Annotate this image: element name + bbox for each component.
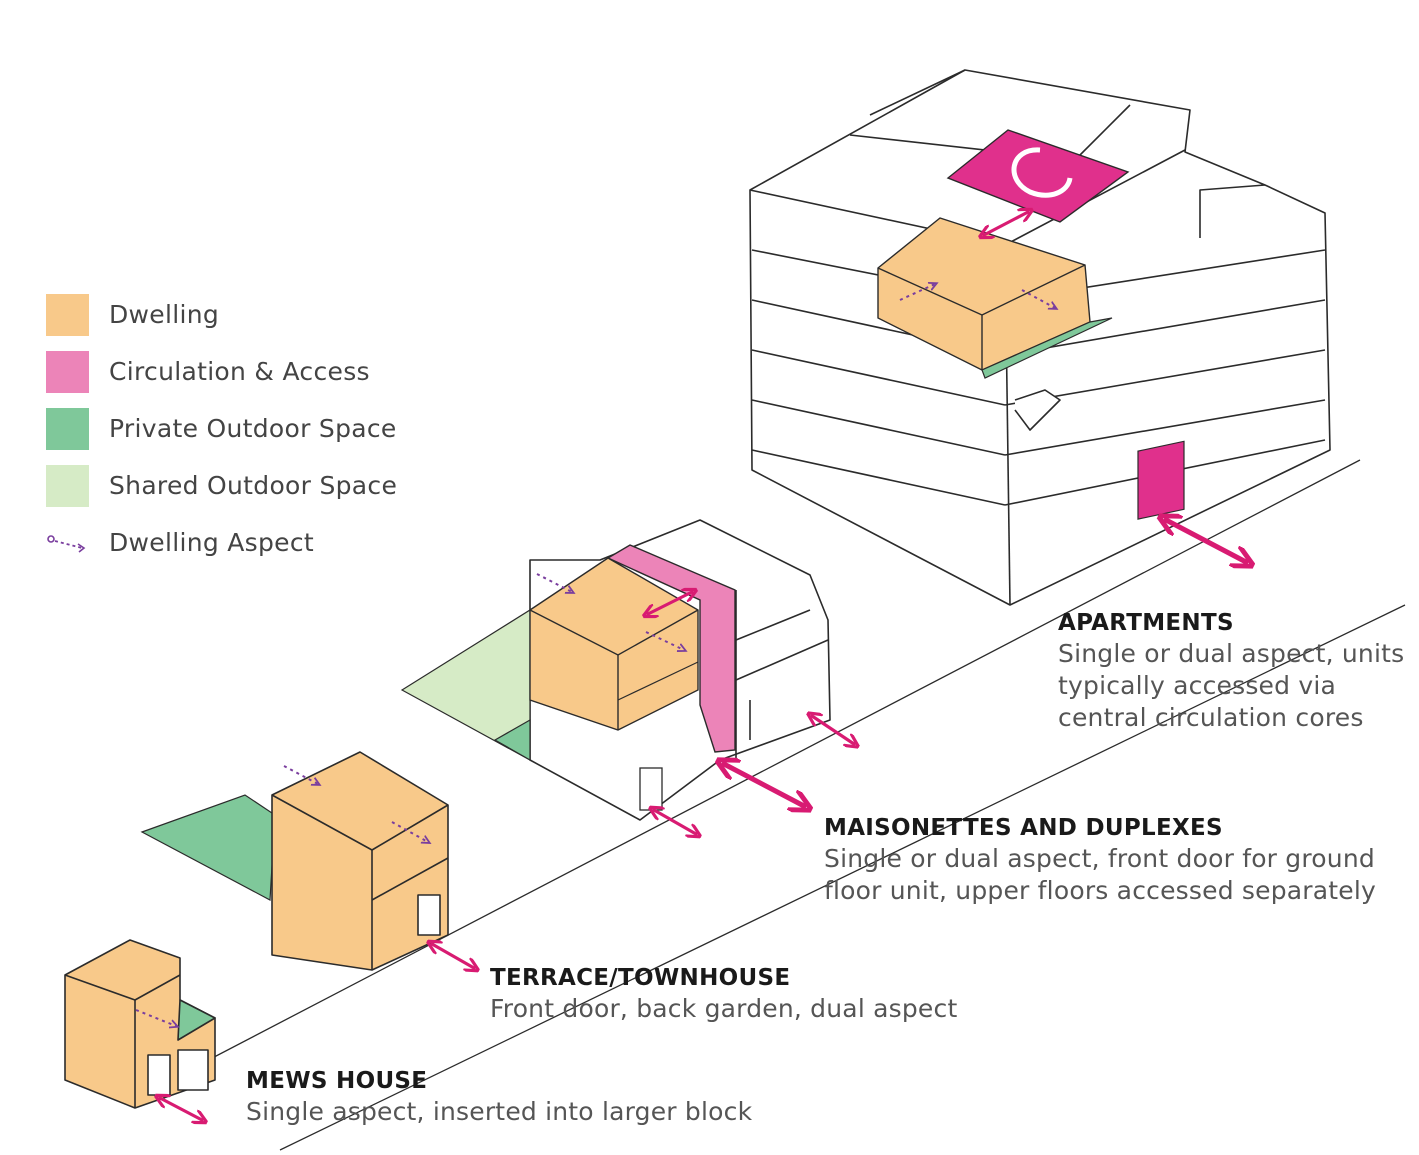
apartments-entrance: [1137, 440, 1185, 520]
legend-label-circulation: Circulation & Access: [109, 357, 370, 386]
aspect-markers: [135, 284, 1055, 1026]
apartments-core-rotation-symbol: [1011, 147, 1073, 198]
circulation-swatch: [46, 350, 89, 393]
caption-apartments-line: Single or dual aspect, units: [1058, 639, 1405, 668]
dwelling-swatch: [46, 293, 89, 336]
private-outdoor-swatch: [46, 407, 89, 450]
caption-apartments-line: typically accessed via: [1058, 671, 1337, 700]
legend-item-dwelling: Dwelling: [46, 286, 397, 343]
caption-apartments-line: central circulation cores: [1058, 703, 1364, 732]
legend-item-aspect: Dwelling Aspect: [46, 514, 397, 571]
legend: Dwelling Circulation & Access Private Ou…: [46, 286, 397, 571]
caption-maisonettes-title: MAISONETTES AND DUPLEXES: [824, 815, 1223, 841]
terrace-block: [271, 751, 449, 971]
caption-terrace-line: Front door, back garden, dual aspect: [490, 994, 958, 1023]
maisonettes-front-door: [639, 767, 663, 811]
access-arrows: [160, 212, 1246, 1120]
legend-item-shared-outdoor: Shared Outdoor Space: [46, 457, 397, 514]
legend-item-private-outdoor: Private Outdoor Space: [46, 400, 397, 457]
caption-apartments: APARTMENTS Single or dual aspect, units …: [1058, 610, 1404, 734]
caption-maisonettes-line: floor unit, upper floors accessed separa…: [824, 876, 1377, 905]
legend-label-aspect: Dwelling Aspect: [109, 528, 315, 557]
mews-block: [64, 939, 216, 1109]
terrace-private-garden: [140, 794, 276, 901]
caption-apartments-title: APARTMENTS: [1058, 610, 1234, 636]
shared-outdoor-swatch: [46, 464, 89, 507]
caption-terrace-title: TERRACE/TOWNHOUSE: [490, 965, 791, 991]
caption-maisonettes: MAISONETTES AND DUPLEXES Single or dual …: [824, 815, 1376, 907]
dwelling-aspect-icon: [47, 534, 86, 553]
caption-mews-title: MEWS HOUSE: [246, 1068, 428, 1094]
apartments-core-roof: [946, 129, 1130, 223]
caption-mews: MEWS HOUSE Single aspect, inserted into …: [246, 1068, 752, 1128]
legend-label-private-outdoor: Private Outdoor Space: [109, 414, 397, 443]
caption-terrace: TERRACE/TOWNHOUSE Front door, back garde…: [490, 965, 957, 1025]
legend-label-dwelling: Dwelling: [109, 300, 220, 329]
legend-label-shared-outdoor: Shared Outdoor Space: [109, 471, 398, 500]
apartments-balcony: [981, 317, 1113, 379]
legend-item-circulation: Circulation & Access: [46, 343, 397, 400]
caption-maisonettes-line: Single or dual aspect, front door for gr…: [824, 844, 1375, 873]
maisonettes-private-garden: [493, 718, 531, 762]
caption-mews-line: Single aspect, inserted into larger bloc…: [246, 1097, 753, 1126]
maisonettes-circulation: [606, 544, 736, 753]
